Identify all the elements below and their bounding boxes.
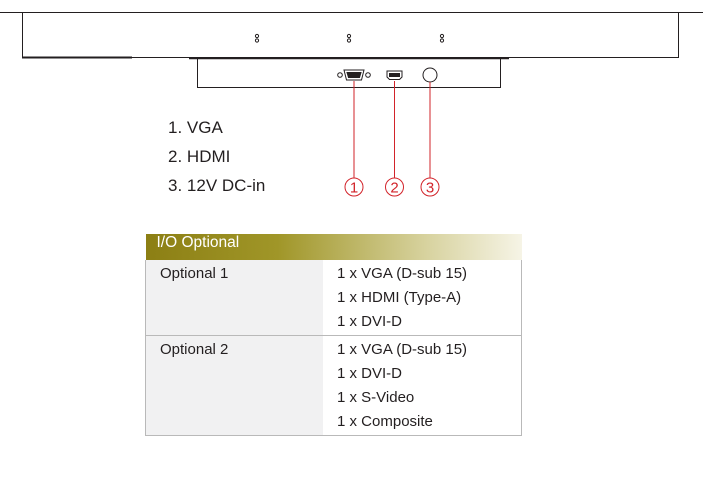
row-value: 1 x S-Video — [337, 389, 415, 406]
port-label: 12V DC-in — [186, 176, 266, 195]
port-legend-item: 3. 12V DC-in — [168, 172, 265, 201]
row-label: Optional 1 — [145, 260, 323, 336]
row-value: 1 x Composite — [337, 413, 433, 430]
port-number: 3. — [168, 176, 183, 195]
row-label: Optional 2 — [145, 335, 323, 436]
screw-icon — [254, 33, 260, 43]
io-bracket — [189, 57, 509, 88]
row-value: 1 x DVI-D — [337, 365, 403, 382]
row-value: 1 x HDMI (Type-A) — [337, 289, 462, 306]
svg-text:3: 3 — [426, 180, 434, 197]
vga-port-icon — [337, 69, 371, 81]
port-number: 2. — [168, 147, 183, 166]
row-value: 1 x VGA (D-sub 15) — [337, 341, 468, 358]
callout-leaders — [353, 81, 431, 178]
table-title: I/O Optional — [145, 234, 522, 260]
callout-1: 1 — [344, 177, 364, 197]
row-values: 1 x VGA (D-sub 15) 1 x DVI-D 1 x S-Video… — [323, 335, 522, 436]
port-legend-list: 1. VGA 2. HDMI 3. 12V DC-in — [168, 114, 265, 201]
port-legend-item: 2. HDMI — [168, 143, 265, 172]
panel-outline — [0, 12, 703, 59]
row-values: 1 x VGA (D-sub 15) 1 x HDMI (Type-A) 1 x… — [323, 260, 522, 336]
hdmi-port-icon — [386, 70, 403, 80]
screw-icon — [346, 33, 352, 43]
row-value: 1 x DVI-D — [337, 313, 403, 330]
port-label: VGA — [186, 118, 223, 137]
port-number: 1. — [168, 118, 183, 137]
screw-icon — [439, 33, 445, 43]
table-header-row: I/O Optional — [145, 234, 522, 260]
table-row: Optional 2 1 x VGA (D-sub 15) 1 x DVI-D … — [145, 335, 522, 436]
port-label: HDMI — [186, 147, 231, 166]
callout-2: 2 — [385, 177, 404, 197]
row-value: 1 x VGA (D-sub 15) — [337, 265, 468, 282]
dc-jack-icon — [422, 67, 438, 83]
svg-text:1: 1 — [350, 180, 358, 197]
table-row: Optional 1 1 x VGA (D-sub 15) 1 x HDMI (… — [145, 260, 522, 336]
svg-text:2: 2 — [390, 180, 398, 197]
port-legend-item: 1. VGA — [168, 114, 265, 143]
callout-3: 3 — [420, 177, 440, 197]
io-optional-table: I/O Optional Optional 1 1 x VGA (D-sub 1… — [145, 234, 522, 436]
